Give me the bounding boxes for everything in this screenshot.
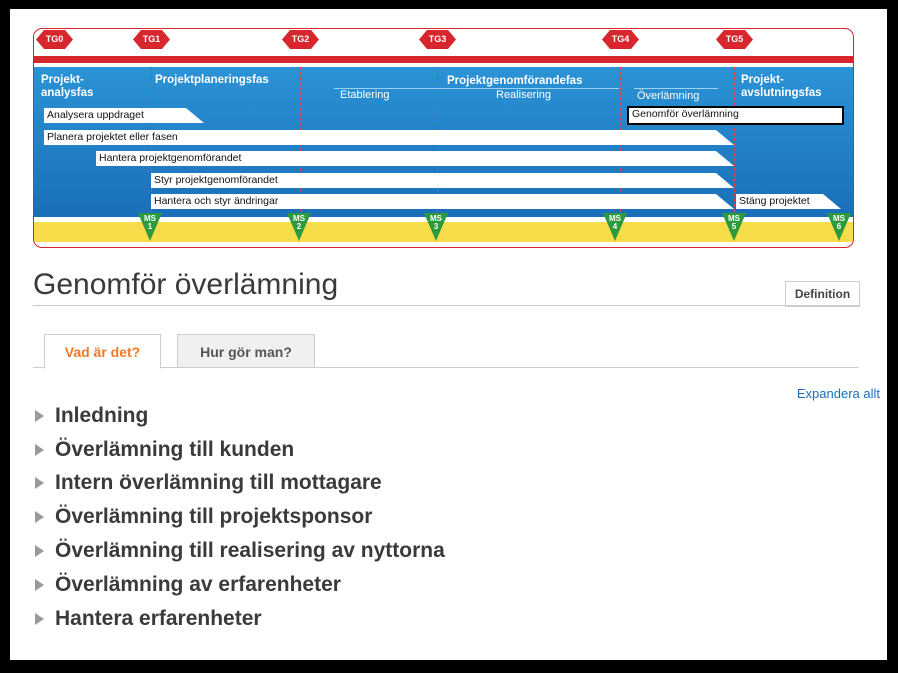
milestone-number: 2 (296, 222, 302, 231)
tab-vad-ar-det[interactable]: Vad är det? (44, 334, 161, 369)
milestone-prefix: MS (833, 214, 845, 223)
phase-planering[interactable]: Projektplaneringsfas (155, 74, 269, 86)
expand-triangle-icon (35, 443, 44, 456)
accordion-label: Överlämning till kunden (55, 437, 295, 461)
subphase-rule (334, 88, 619, 89)
tabs-divider (33, 367, 859, 368)
milestone-prefix: MS (144, 214, 156, 223)
gate-tg4[interactable]: TG4 (602, 30, 639, 49)
activity-hantera-genomforandet[interactable]: Hantera projektgenomförandet (96, 151, 734, 166)
gate-band (34, 56, 853, 63)
accordion-item-intern-overlamning[interactable]: Intern överlämning till mottagare (35, 467, 445, 501)
activity-hantera-andringar[interactable]: Hantera och styr ändringar (151, 194, 734, 209)
gate-label: TG0 (45, 34, 64, 44)
phase-label: avslutningsfas (741, 87, 822, 99)
milestone-number: 5 (731, 222, 737, 231)
phase-avslutning[interactable]: Projekt- avslutningsfas (741, 74, 822, 100)
expand-triangle-icon (35, 409, 44, 422)
gate-tg1[interactable]: TG1 (133, 30, 170, 49)
milestone-ms3[interactable]: MS 3 (424, 213, 448, 241)
gate-line (734, 67, 735, 217)
gate-label: TG3 (428, 34, 447, 44)
definition-button[interactable]: Definition (785, 281, 860, 307)
milestone-number: 4 (612, 222, 618, 231)
tab-hur-gor-man[interactable]: Hur gör man? (177, 334, 315, 368)
activity-styr-genomforandet[interactable]: Styr projektgenomförandet (151, 173, 734, 188)
gate-tg3[interactable]: TG3 (419, 30, 456, 49)
accordion-label: Överlämning av erfarenheter (55, 572, 341, 596)
expand-triangle-icon (35, 578, 44, 591)
gate-tg5[interactable]: TG5 (716, 30, 753, 49)
gate-tg0[interactable]: TG0 (36, 30, 73, 49)
accordion-item-erfarenheter[interactable]: Överlämning av erfarenheter (35, 568, 445, 602)
phase-genomforande[interactable]: Projektgenomförandefas (447, 75, 583, 87)
accordion-item-nyttorna[interactable]: Överlämning till realisering av nyttorna (35, 534, 445, 568)
expand-triangle-icon (35, 511, 44, 524)
activity-planera[interactable]: Planera projektet eller fasen (44, 130, 734, 145)
subphase-overlamning[interactable]: Överlämning (637, 90, 700, 102)
process-diagram: TG0 TG1 TG2 TG3 TG4 TG5 Projekt- analysf… (33, 28, 854, 248)
milestone-prefix: MS (609, 214, 621, 223)
milestone-band (34, 222, 853, 242)
milestone-prefix: MS (293, 214, 305, 223)
accordion-label: Överlämning till realisering av nyttorna (55, 539, 445, 563)
accordion-label: Hantera erfarenheter (55, 606, 262, 630)
phase-label: analysfas (41, 87, 94, 99)
accordion-label: Inledning (55, 403, 149, 427)
milestone-ms6[interactable]: MS 6 (827, 213, 851, 241)
milestone-ms1[interactable]: MS 1 (138, 213, 162, 241)
milestone-ms2[interactable]: MS 2 (287, 213, 311, 241)
milestone-ms4[interactable]: MS 4 (603, 213, 627, 241)
gate-label: TG2 (291, 34, 310, 44)
page-title: Genomför överlämning (33, 268, 339, 301)
subphase-etablering[interactable]: Etablering (340, 89, 390, 101)
accordion-item-overlamning-kunden[interactable]: Överlämning till kunden (35, 433, 445, 467)
expand-triangle-icon (35, 477, 44, 490)
activity-analysera[interactable]: Analysera uppdraget (44, 108, 204, 123)
accordion-label: Överlämning till projektsponsor (55, 505, 373, 529)
gate-label: TG1 (142, 34, 161, 44)
milestone-number: 3 (433, 222, 439, 231)
accordion-label: Intern överlämning till mottagare (55, 471, 382, 495)
gate-label: TG5 (725, 34, 744, 44)
accordion-item-inledning[interactable]: Inledning (35, 399, 445, 433)
gate-label: TG4 (611, 34, 630, 44)
accordion-item-hantera-erfarenheter[interactable]: Hantera erfarenheter (35, 602, 445, 636)
phase-label: Projekt- (41, 74, 84, 86)
activity-stang-projektet[interactable]: Stäng projektet (736, 194, 841, 209)
expand-triangle-icon (35, 545, 44, 558)
phase-label: Projekt- (741, 74, 784, 86)
subphase-rule (634, 88, 718, 89)
milestone-prefix: MS (728, 214, 740, 223)
milestone-number: 6 (836, 222, 842, 231)
accordion: Inledning Överlämning till kunden Intern… (35, 399, 445, 636)
expand-all-link[interactable]: Expandera allt (796, 386, 880, 401)
phase-analys[interactable]: Projekt- analysfas (41, 74, 93, 100)
activity-genomfor-overlamning[interactable]: Genomför överlämning (627, 106, 844, 125)
gate-tg2[interactable]: TG2 (282, 30, 319, 49)
expand-triangle-icon (35, 612, 44, 625)
milestone-number: 1 (147, 222, 153, 231)
title-divider (33, 305, 859, 306)
milestone-ms5[interactable]: MS 5 (722, 213, 746, 241)
accordion-item-projektsponsor[interactable]: Överlämning till projektsponsor (35, 500, 445, 534)
milestone-prefix: MS (430, 214, 442, 223)
subphase-realisering[interactable]: Realisering (496, 89, 552, 101)
